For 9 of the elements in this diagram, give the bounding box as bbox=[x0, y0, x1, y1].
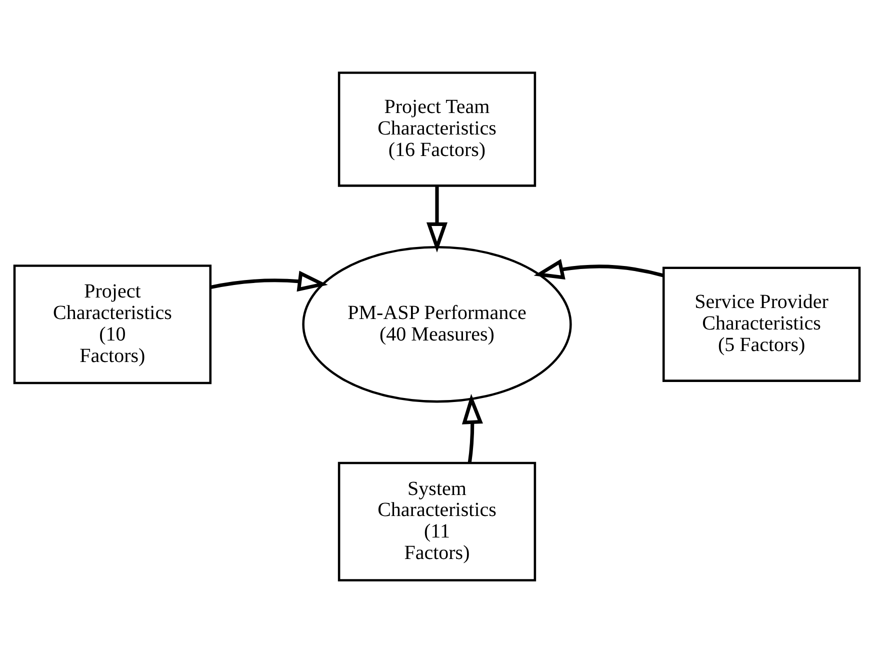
arrow bbox=[426, 186, 448, 252]
node-box: System Characteristics (11 Factors) bbox=[338, 462, 536, 582]
arrow bbox=[210, 270, 328, 292]
node-box: Service Provider Characteristics (5 Factors) bbox=[662, 266, 861, 382]
arrow bbox=[462, 394, 483, 464]
arrow bbox=[534, 258, 664, 280]
node-box: Project Team Characteristics (16 Factors) bbox=[338, 72, 536, 187]
node-ellipse: PM-ASP Performance (40 Measures) bbox=[302, 246, 572, 403]
node-box: Project Characteristics (10 Factors) bbox=[13, 264, 212, 384]
